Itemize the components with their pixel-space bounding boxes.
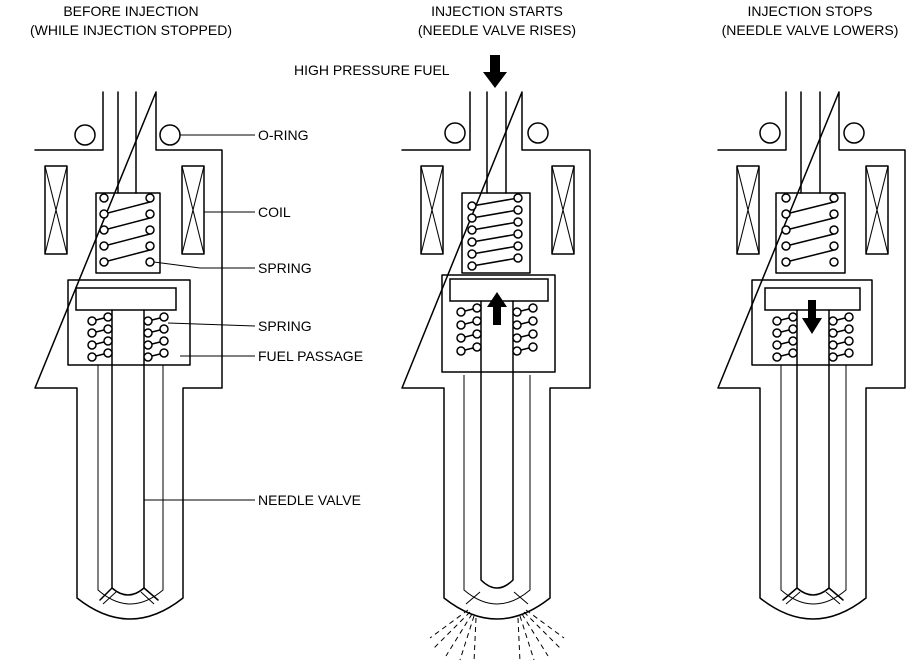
lower-spring-left bbox=[772, 312, 798, 362]
nozzle-inner-wall bbox=[463, 375, 531, 605]
lower-spring-chamber bbox=[67, 279, 191, 366]
upper-spring-chamber bbox=[461, 192, 531, 274]
upper-spring-chamber bbox=[95, 192, 161, 274]
injector-body-outline bbox=[401, 91, 591, 620]
panel-3-title-line1: INJECTION STOPS bbox=[748, 3, 873, 19]
o-ring-right bbox=[527, 122, 549, 144]
upper-spring bbox=[99, 193, 155, 267]
injector-body-outline bbox=[34, 91, 223, 620]
o-ring-left bbox=[74, 124, 96, 146]
label-fuel-passage: FUEL PASSAGE bbox=[258, 348, 363, 364]
coil-right bbox=[551, 165, 575, 255]
armature-plate bbox=[75, 287, 177, 311]
panel-2-title-line1: INJECTION STARTS bbox=[431, 3, 563, 19]
label-spring-upper: SPRING bbox=[258, 260, 312, 276]
arrow-down-icon bbox=[483, 55, 507, 88]
label-o-ring: O-RING bbox=[258, 127, 309, 143]
o-ring-left bbox=[444, 122, 466, 144]
label-needle-valve: NEEDLE VALVE bbox=[258, 492, 361, 508]
leader-spring-upper bbox=[153, 261, 255, 269]
fuel-spray-right bbox=[517, 609, 565, 663]
lower-spring-left bbox=[87, 312, 113, 362]
label-spring-lower: SPRING bbox=[258, 318, 312, 334]
upper-spring-compressed bbox=[467, 193, 523, 271]
lower-spring-right bbox=[828, 312, 854, 362]
panel-3-title-line2: (NEEDLE VALVE LOWERS) bbox=[722, 22, 899, 38]
coil-left bbox=[420, 165, 444, 255]
nozzle-tip-closed bbox=[99, 587, 159, 601]
coil-left bbox=[736, 165, 760, 255]
lower-spring-right bbox=[512, 303, 538, 356]
coil-right bbox=[181, 165, 205, 255]
nozzle-tip-closed bbox=[782, 587, 844, 601]
panel-1-title-line1: BEFORE INJECTION bbox=[63, 3, 198, 19]
coil-right bbox=[865, 165, 889, 255]
lower-spring-chamber bbox=[751, 279, 873, 366]
lower-spring-chamber bbox=[441, 274, 556, 373]
o-ring-right bbox=[843, 122, 865, 144]
needle-valve-stem bbox=[111, 309, 145, 589]
needle-valve-stem bbox=[796, 309, 830, 589]
upper-spring bbox=[781, 193, 839, 267]
lower-spring-right bbox=[143, 312, 169, 362]
injector-injection-stops bbox=[717, 91, 906, 620]
fuel-spray-left bbox=[429, 609, 477, 663]
injector-body-outline bbox=[717, 91, 906, 620]
o-ring-left bbox=[759, 122, 781, 144]
injector-injection-starts bbox=[401, 91, 591, 663]
panel-1-title-line2: (WHILE INJECTION STOPPED) bbox=[30, 22, 232, 38]
nozzle-inner-wall bbox=[97, 365, 164, 605]
arrow-down-icon bbox=[802, 300, 822, 334]
lower-spring-left bbox=[456, 303, 482, 356]
label-coil: COIL bbox=[258, 204, 291, 220]
leader-spring-lower bbox=[167, 322, 256, 327]
injector-before-injection bbox=[34, 91, 223, 620]
panel-2-title-line2: (NEEDLE VALVE RISES) bbox=[418, 22, 576, 38]
needle-valve-stem-raised bbox=[480, 300, 514, 589]
arrow-up-icon bbox=[487, 292, 507, 325]
o-ring-right bbox=[159, 124, 181, 146]
label-high-pressure-fuel: HIGH PRESSURE FUEL bbox=[294, 62, 450, 78]
upper-spring-chamber bbox=[775, 192, 846, 274]
nozzle-orifices bbox=[465, 591, 529, 605]
nozzle-inner-wall bbox=[780, 365, 847, 605]
coil-left bbox=[44, 165, 68, 255]
